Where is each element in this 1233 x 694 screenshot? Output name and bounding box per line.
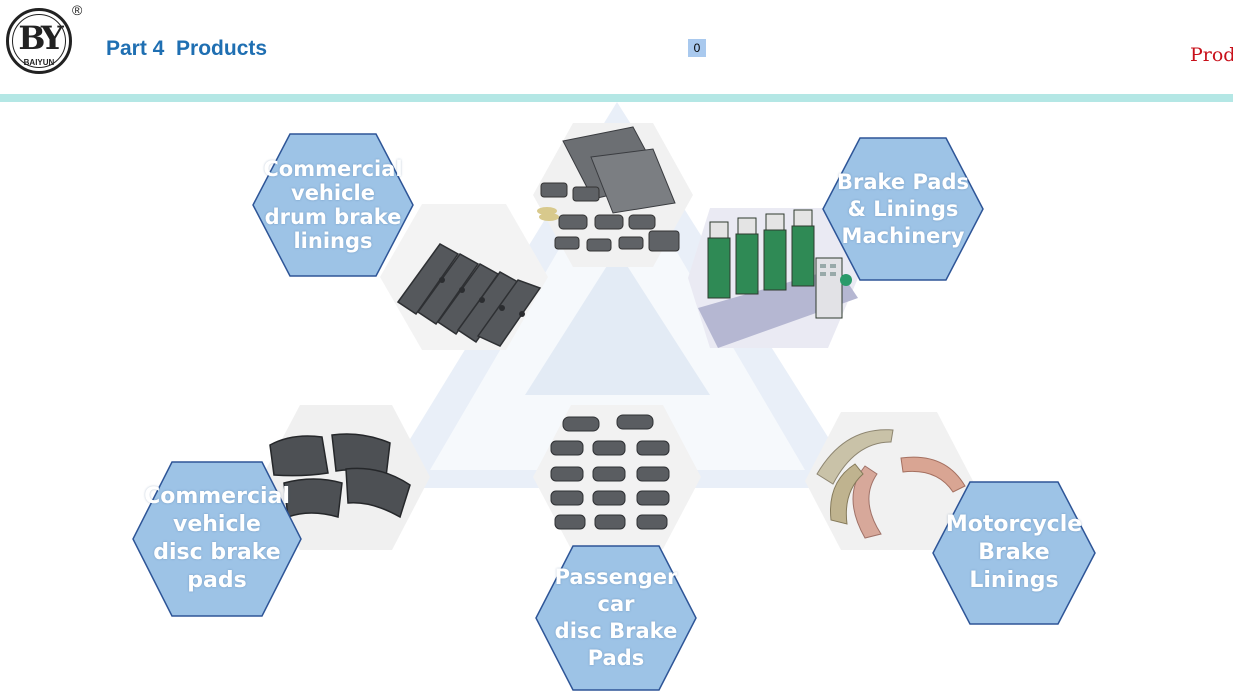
hex-motorcycle-linings[interactable]: Motorcycle Brake Linings <box>932 481 1096 625</box>
hex-drum-brake-linings[interactable]: Commercial vehicle drum brake linings <box>252 133 414 277</box>
commercial-disc-pads-photo <box>262 405 430 550</box>
passenger-disc-pads-photo <box>533 405 701 549</box>
logo-ring <box>6 8 72 74</box>
logo-inner-ring <box>12 14 66 68</box>
hexagon-shape <box>535 545 697 691</box>
hex-passenger-disc-pads[interactable]: Passenger car disc Brake Pads <box>535 545 697 691</box>
hex-commercial-disc-pads[interactable]: Commercial vehicle disc brake pads <box>132 461 302 617</box>
hex-label-commercial-disc-pads: Commercial vehicle disc brake pads <box>144 484 290 593</box>
hex-label-motorcycle-linings: Motorcycle Brake Linings <box>945 512 1083 593</box>
company-logo: BY BAIYUN ® <box>6 2 84 76</box>
hex-label-machinery: Brake Pads & Linings Machinery <box>836 169 970 248</box>
header-right-text: Prod <box>1190 44 1233 66</box>
registered-mark: ® <box>72 2 83 18</box>
hexagon-shape <box>132 461 302 617</box>
hexagon-shape <box>822 137 984 281</box>
page-title: Part 4 Products <box>106 37 268 60</box>
header-divider-bar <box>0 94 1233 102</box>
brake-products-collage-photo <box>533 123 693 267</box>
hex-label-drum-brake-linings: Commercial vehicle drum brake linings <box>263 157 403 253</box>
drum-brake-linings-photo <box>380 204 548 350</box>
page-number-badge: 0 <box>688 39 706 57</box>
hexagon-shape <box>932 481 1096 625</box>
logo-monogram: BY <box>18 19 63 57</box>
hex-machinery[interactable]: Brake Pads & Linings Machinery <box>822 137 984 281</box>
hex-label-passenger-disc-pads: Passenger car disc Brake Pads <box>554 565 678 670</box>
machinery-photo <box>688 208 858 348</box>
logo-brand-text: BAIYUN <box>23 58 55 67</box>
motorcycle-linings-photo <box>805 412 973 550</box>
hexagon-shape <box>252 133 414 277</box>
